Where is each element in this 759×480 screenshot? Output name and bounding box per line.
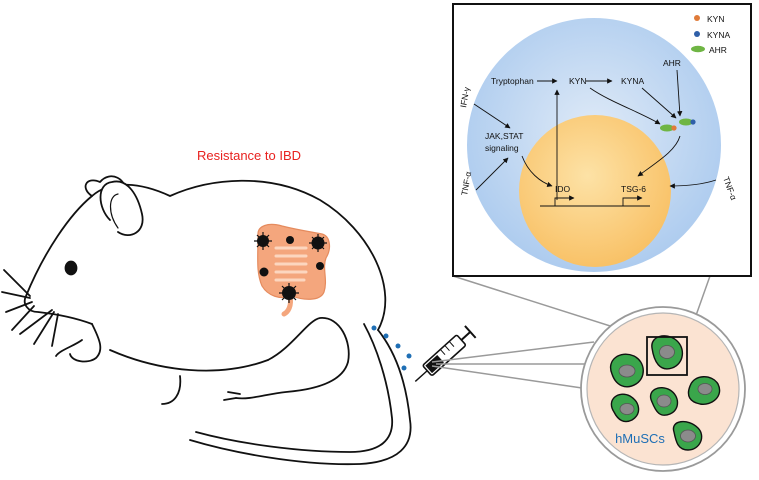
ahr-complex: [660, 118, 696, 132]
legend-kyna: KYNA: [707, 30, 730, 40]
ifn-label: IFN-γ: [458, 85, 472, 108]
stem-cell: [672, 421, 703, 451]
intestine: [254, 223, 331, 317]
legend-kyn: KYN: [707, 14, 724, 24]
stem-cells: [609, 335, 721, 451]
kyn-label: KYN: [569, 76, 586, 86]
ido-label: IDO: [555, 184, 571, 194]
pathway-inset: KYN KYNA AHR IFN-γ TNF-α TNF-α JAK,STAT …: [452, 3, 752, 277]
legend-ahr: AHR: [709, 45, 727, 55]
stem-cell: [687, 376, 721, 405]
stem-cell: [610, 393, 640, 423]
stem-cell: [649, 386, 679, 416]
legend: KYN KYNA AHR: [691, 14, 730, 55]
kyna-label: KYNA: [621, 76, 644, 86]
mouse-illustration: [1, 175, 412, 466]
tnf-left-label: TNF-α: [459, 171, 473, 197]
ahr-label: AHR: [663, 58, 681, 68]
syringe-icon: [414, 325, 477, 382]
diagram-title: Resistance to IBD: [197, 148, 301, 163]
cell-label: hMuSCs: [615, 431, 665, 446]
zoom-box: [646, 336, 688, 376]
stem-cell: [609, 353, 644, 388]
stem-cell: [651, 335, 683, 370]
pathway-arrows: [473, 69, 717, 207]
tryptophan-label: Tryptophan: [491, 76, 534, 86]
injected-cells: [371, 325, 412, 371]
jak-stat-label: JAK,STAT: [485, 131, 523, 141]
jak-signaling-label: signaling: [485, 143, 519, 153]
tsg6-label: TSG-6: [621, 184, 646, 194]
